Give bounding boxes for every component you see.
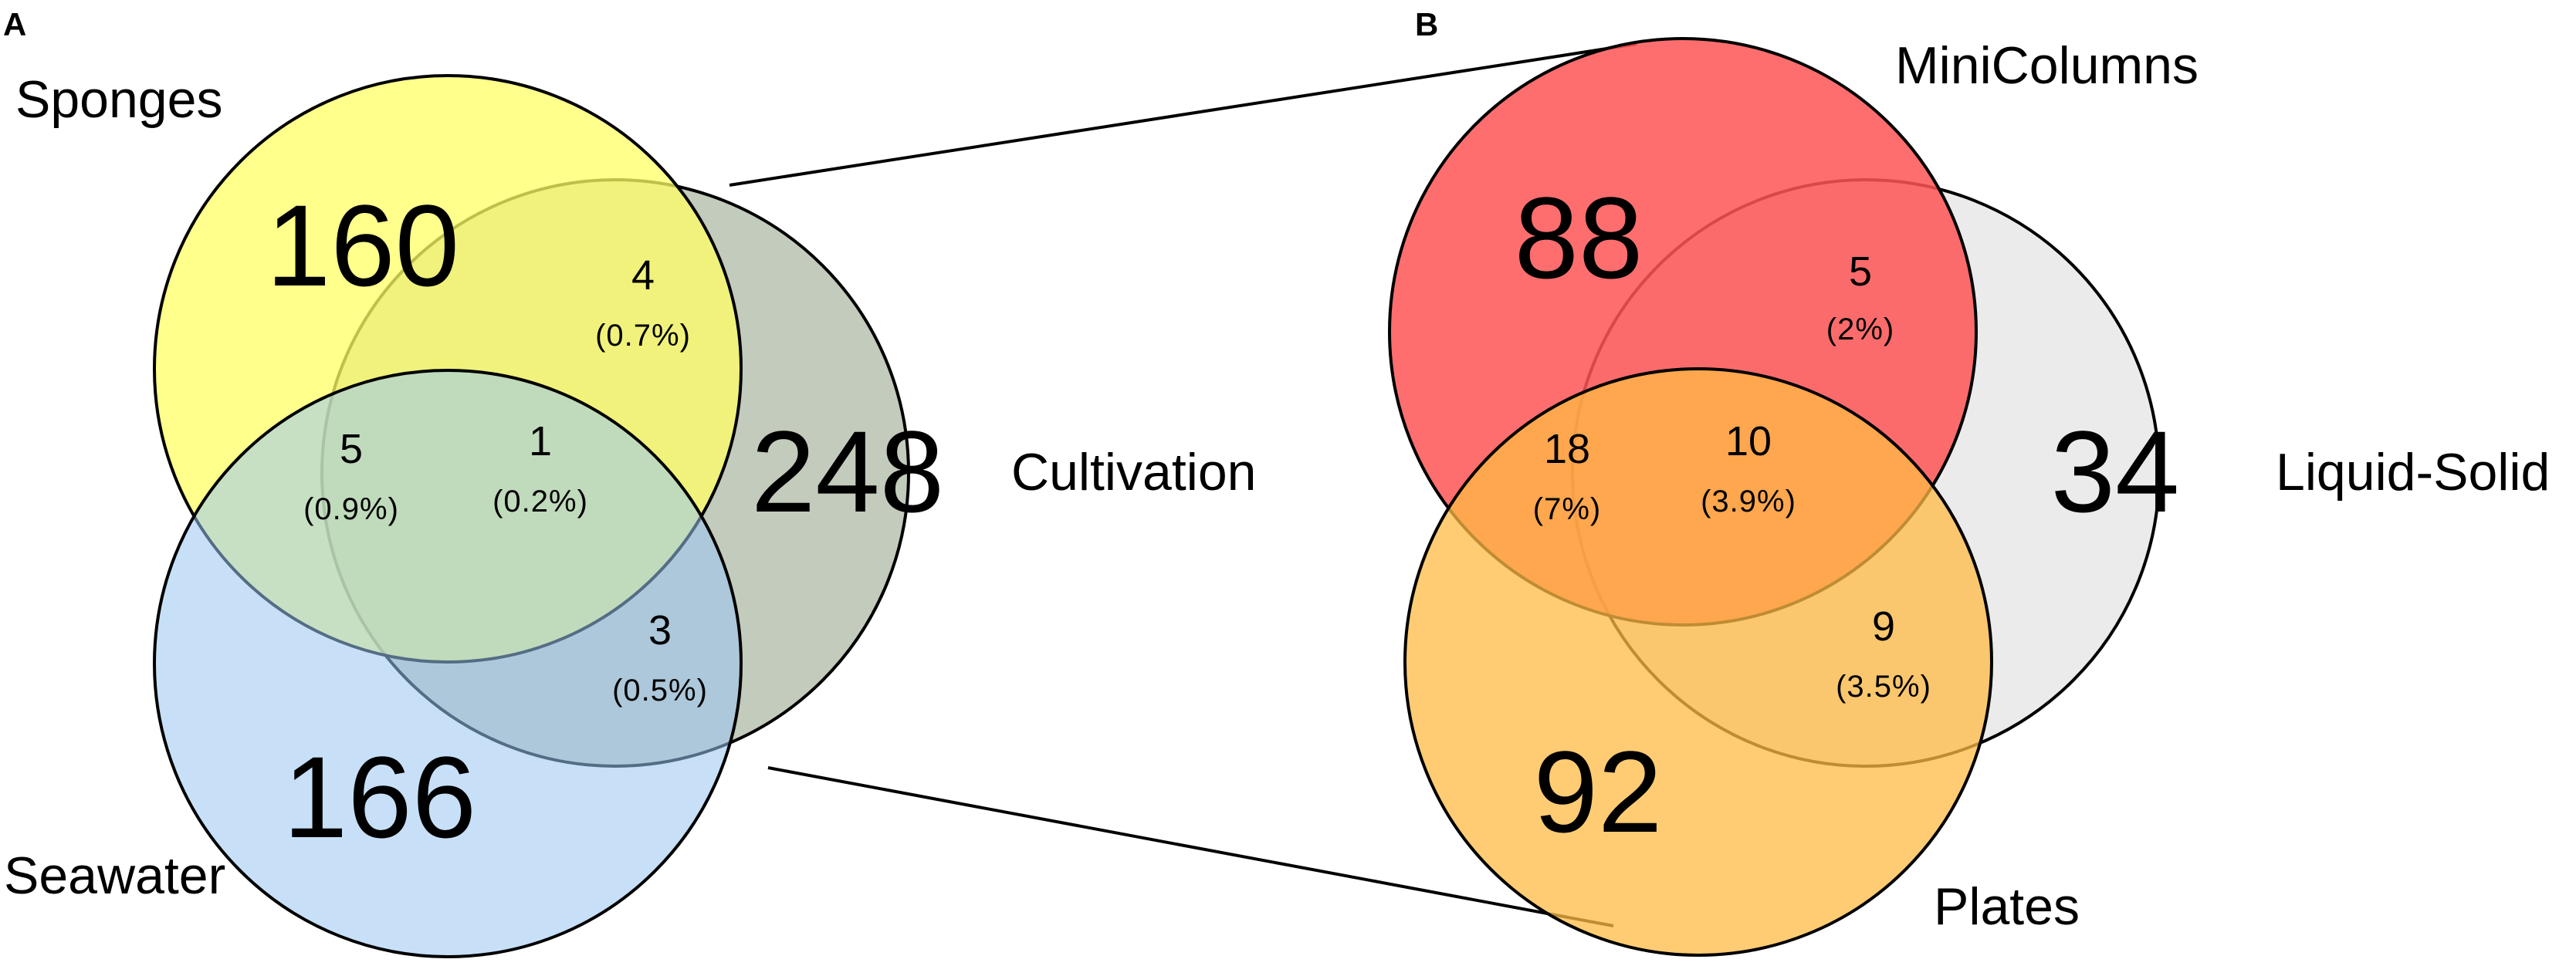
count-plates-liquidsolid: 9	[1872, 603, 1895, 650]
zoom-connector-bottom	[767, 766, 1614, 927]
zoom-connector-top	[729, 42, 1637, 187]
count-minicolumns-plates: 18	[1544, 426, 1590, 472]
panel-a: A Sponges Cultivation Seawater 160 248 1…	[3, 6, 1257, 958]
circle-seawater	[153, 369, 743, 958]
label-seawater: Seawater	[4, 846, 225, 905]
panel-b: B MiniColumns Liquid-Solid Plates 88 34 …	[1388, 6, 2550, 957]
label-liquid-solid: Liquid-Solid	[2276, 443, 2550, 502]
count-all-three-a: 1	[529, 418, 552, 464]
circle-plates	[1403, 367, 1993, 957]
pct-sponges-cultivation: (0.7%)	[595, 319, 691, 353]
panel-b-letter: B	[1415, 6, 1438, 42]
pct-seawater-cultivation: (0.5%)	[612, 674, 708, 708]
count-plates-unique: 92	[1534, 727, 1663, 856]
pct-sponges-seawater: (0.9%)	[303, 492, 399, 526]
count-all-three-b: 10	[1725, 418, 1772, 464]
pct-plates-liquidsolid: (3.5%)	[1836, 670, 1931, 704]
label-plates: Plates	[1934, 877, 2080, 936]
count-minicolumns-unique: 88	[1515, 173, 1643, 302]
count-cultivation-unique: 248	[751, 407, 944, 536]
count-sponges-unique: 160	[266, 181, 459, 310]
pct-all-three-b: (3.9%)	[1701, 485, 1796, 518]
count-seawater-cultivation: 3	[648, 607, 672, 654]
panel-a-letter: A	[3, 6, 26, 42]
count-sponges-seawater: 5	[340, 426, 363, 472]
pct-all-three-a: (0.2%)	[493, 485, 588, 518]
pct-minicolumns-plates: (7%)	[1533, 492, 1601, 526]
count-minicolumns-liquidsolid: 5	[1849, 248, 1872, 295]
pct-minicolumns-liquidsolid: (2%)	[1826, 312, 1894, 346]
label-minicolumns: MiniColumns	[1895, 36, 2199, 95]
count-liquid-solid-unique: 34	[2051, 407, 2180, 536]
count-seawater-unique: 166	[283, 732, 476, 862]
count-sponges-cultivation: 4	[631, 252, 655, 299]
label-cultivation: Cultivation	[1011, 443, 1257, 502]
label-sponges: Sponges	[15, 70, 222, 129]
